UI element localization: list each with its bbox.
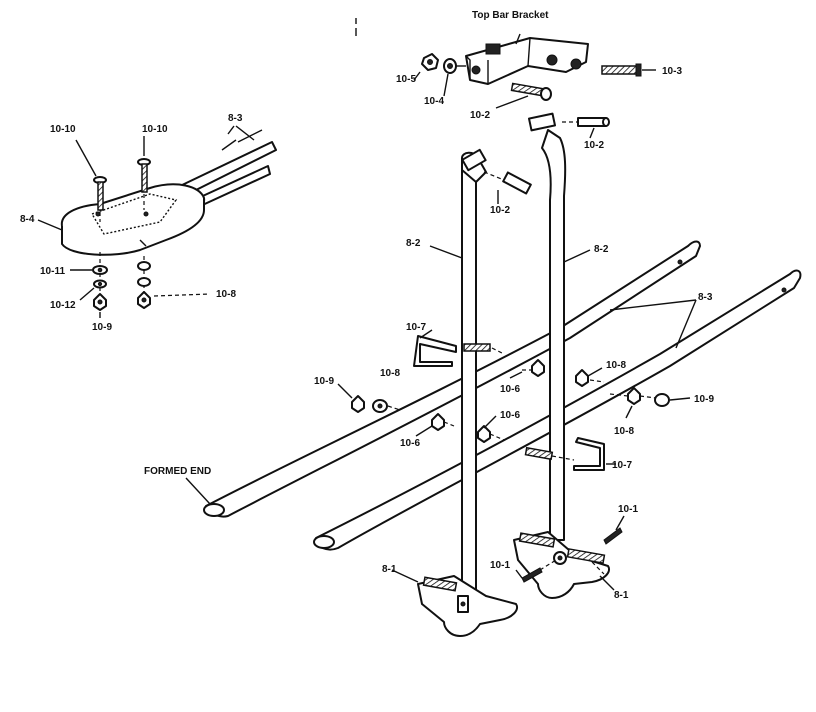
nut-10-8-rail-left <box>372 399 388 413</box>
pin-10-2-right <box>577 117 610 127</box>
label-10-1-lower: 10-1 <box>490 560 510 571</box>
label-10-8-rail-left: 10-8 <box>380 368 400 379</box>
screw-10-1-lower <box>521 567 543 583</box>
label-10-9-rail: 10-9 <box>314 376 334 387</box>
label-8-3-rails: 8-3 <box>698 292 713 303</box>
washer-10-9-right <box>654 393 670 407</box>
washer-10-12 <box>93 279 107 289</box>
washer-10-11 <box>92 265 108 275</box>
label-10-2-left: 10-2 <box>490 205 510 216</box>
nut-10-5 <box>421 53 439 71</box>
label-10-10-right: 10-10 <box>142 124 168 135</box>
label-10-10-left: 10-10 <box>50 124 76 135</box>
nut-10-8-seat <box>137 291 151 309</box>
label-10-1-upper: 10-1 <box>618 504 638 515</box>
label-10-6-center: 10-6 <box>500 410 520 421</box>
upright-8-2-left <box>461 148 487 597</box>
label-8-2-right: 8-2 <box>594 244 609 255</box>
washer-10-8-seat-upper <box>137 261 151 271</box>
label-10-3: 10-3 <box>662 66 682 77</box>
label-8-3-seat: 8-3 <box>228 113 243 124</box>
nut-10-6-left-lower <box>431 413 445 431</box>
bolt-10-10-right <box>137 158 151 193</box>
label-10-8-seat: 10-8 <box>216 289 236 300</box>
label-formed-end: FORMED END <box>144 466 211 477</box>
side-rail-8-3-back <box>203 240 701 518</box>
nut-10-8-right-upper <box>575 369 589 387</box>
nut-10-9-seat <box>93 293 107 311</box>
washer-10-8-seat-mid <box>137 277 151 287</box>
label-8-2-left: 8-2 <box>406 238 421 249</box>
label-10-8-right-upper: 10-8 <box>606 360 626 371</box>
bolt-10-10-left <box>93 176 107 211</box>
label-8-4: 8-4 <box>20 214 35 225</box>
pedal-8-1-left <box>417 575 518 637</box>
pedal-8-1-right <box>513 531 610 599</box>
bolt-10-3 <box>601 63 642 77</box>
label-10-9-seat: 10-9 <box>92 322 112 333</box>
label-10-6-upper: 10-6 <box>500 384 520 395</box>
label-10-8-right-lower: 10-8 <box>614 426 634 437</box>
pin-10-2-bracket <box>510 82 552 101</box>
pin-10-2-left <box>502 171 532 195</box>
nut-10-8-right-lower <box>627 387 641 405</box>
label-10-7-lower: 10-7 <box>612 460 632 471</box>
seat-8-4 <box>60 183 206 256</box>
label-top-bar-bracket: Top Bar Bracket <box>472 10 549 21</box>
u-bolt-10-7-upper <box>413 335 491 367</box>
upright-8-2-right <box>528 112 567 541</box>
label-10-7-upper: 10-7 <box>406 322 426 333</box>
label-8-1-left: 8-1 <box>382 564 397 575</box>
washer-10-4 <box>443 58 457 74</box>
screw-10-1-upper <box>603 527 623 545</box>
label-10-2-right: 10-2 <box>584 140 604 151</box>
label-10-9-right: 10-9 <box>694 394 714 405</box>
nut-10-6-center <box>477 425 491 443</box>
label-10-11: 10-11 <box>40 266 65 277</box>
label-10-5: 10-5 <box>396 74 416 85</box>
top-bar-bracket <box>465 33 589 85</box>
u-bolt-10-7-lower <box>524 437 605 471</box>
label-10-4: 10-4 <box>424 96 444 107</box>
nut-10-9-rail <box>351 395 365 413</box>
nut-10-6-left-upper <box>531 359 545 377</box>
label-10-2-bracket: 10-2 <box>470 110 490 121</box>
label-10-12: 10-12 <box>50 300 76 311</box>
label-8-1-right: 8-1 <box>614 590 629 601</box>
label-10-6-lower-left: 10-6 <box>400 438 420 449</box>
